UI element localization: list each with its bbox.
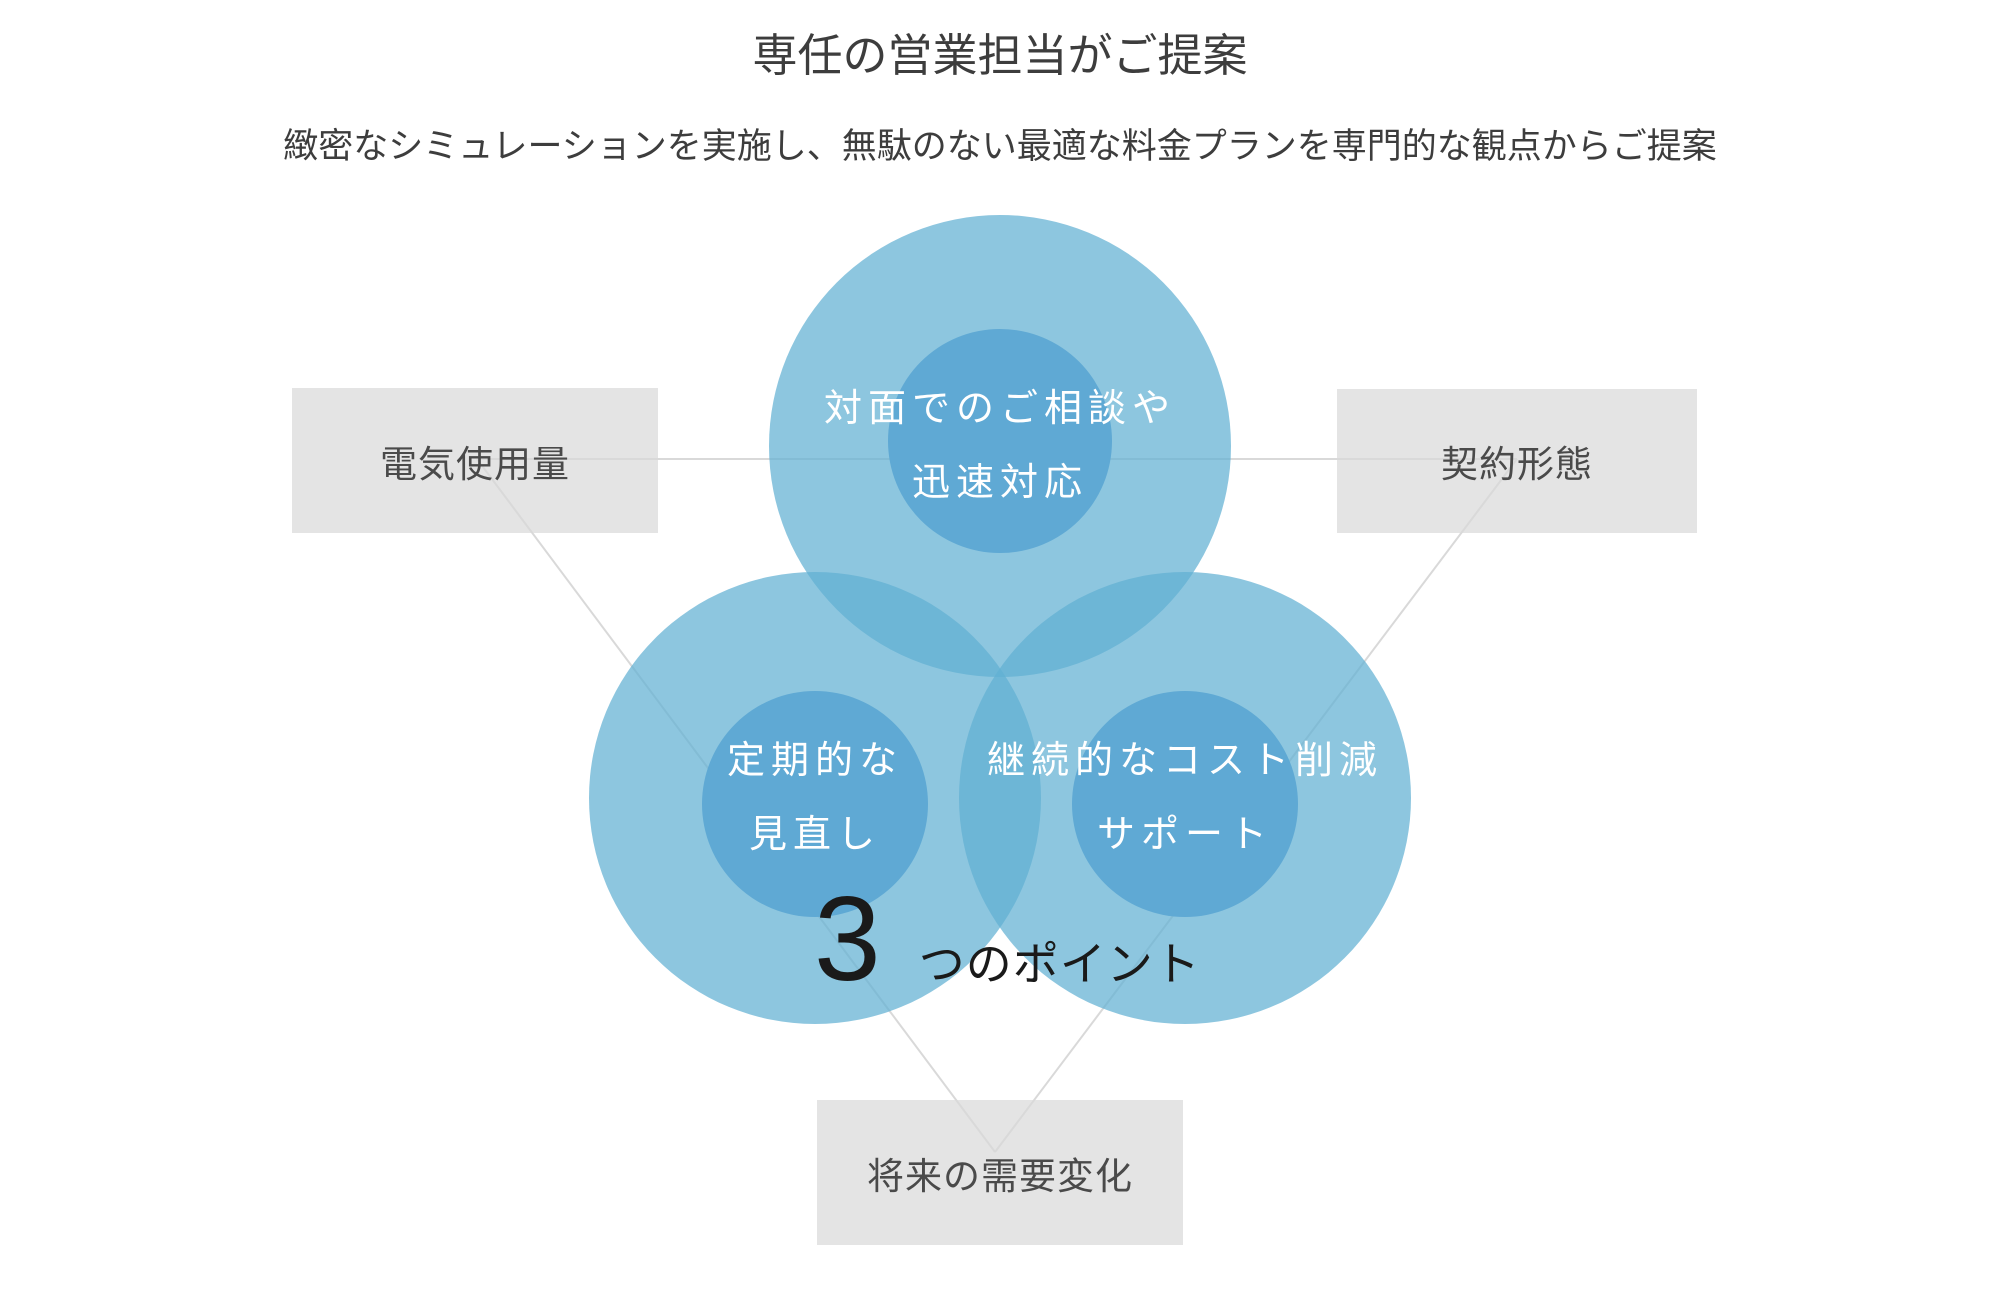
- circle-label-line: サポート: [1096, 814, 1273, 856]
- circle-label-line: 定期的な: [726, 740, 903, 782]
- circle-label-face-to-face: 対面でのご相談や 迅速対応: [769, 215, 1231, 677]
- inner-circle-review: [702, 691, 928, 917]
- circle-label-cost-support: 継続的なコスト削減 サポート: [959, 572, 1411, 1024]
- circle-label-line: 継続的なコスト削減: [986, 740, 1383, 782]
- page-title: 専任の営業担当がご提案: [752, 30, 1248, 81]
- factor-box-future-demand: [817, 1100, 1183, 1245]
- points-badge: 3 つのポイント: [814, 879, 1201, 999]
- inner-circle-cost-support: [1072, 691, 1298, 917]
- inner-circle-face-to-face: [888, 329, 1112, 553]
- factor-box-electricity-usage: [292, 388, 658, 533]
- factor-label-contract-type: 契約形態: [1441, 444, 1593, 485]
- factor-label-electricity-usage: 電気使用量: [380, 443, 570, 485]
- circle-label-line: 対面でのご相談や: [823, 388, 1176, 430]
- points-badge-number: 3: [814, 872, 881, 1006]
- factor-box-contract-type: [1337, 389, 1697, 533]
- circle-label-line: 迅速対応: [911, 462, 1088, 504]
- factor-label-future-demand: 将来の需要変化: [867, 1155, 1133, 1197]
- circle-label-review: 定期的な 見直し: [589, 572, 1041, 1024]
- page-subtitle: 緻密なシミュレーションを実施し、無駄のない最適な料金プランを専門的な観点からご提…: [283, 127, 1717, 166]
- circle-label-line: 見直し: [748, 814, 881, 856]
- points-badge-label: つのポイント: [918, 938, 1201, 990]
